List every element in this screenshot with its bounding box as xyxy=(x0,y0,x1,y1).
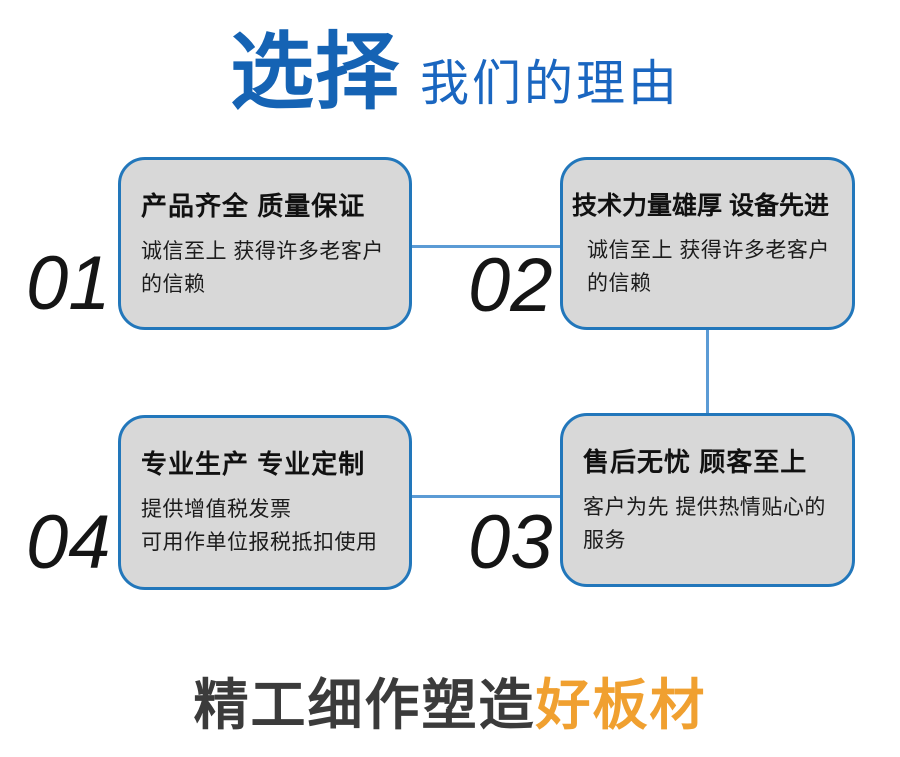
connector-line-card1-card2 xyxy=(412,245,560,248)
connector-line-card2-card3 xyxy=(706,329,709,414)
page-title-rest: 我们的理由 xyxy=(420,57,681,111)
footer-tagline-main: 精工细作塑造 xyxy=(193,674,536,736)
page-title: 选择 我们的理由 xyxy=(230,30,680,114)
feature-card-02-description: 诚信至上 获得许多老客户 的信赖 xyxy=(587,239,830,295)
connector-line-card4-card3 xyxy=(412,495,560,498)
feature-card-03: 售后无忧 顾客至上 客户为先 提供热情贴心的 服务 xyxy=(560,413,855,587)
step-number-02: 02 xyxy=(468,243,553,328)
step-number-04: 04 xyxy=(26,500,111,585)
feature-card-04-title: 专业生产 专业定制 xyxy=(141,449,366,479)
feature-card-04: 专业生产 专业定制 提供增值税发票 可用作单位报税抵扣使用 xyxy=(118,415,412,590)
feature-card-02-title: 技术力量雄厚 设备先进 xyxy=(572,192,829,220)
feature-card-04-description: 提供增值税发票 可用作单位报税抵扣使用 xyxy=(141,498,378,554)
feature-card-01-title: 产品齐全 质量保证 xyxy=(141,191,366,221)
footer-tagline: 精工细作塑造好板材 xyxy=(0,678,900,733)
feature-card-03-title: 售后无忧 顾客至上 xyxy=(583,447,808,477)
step-number-01: 01 xyxy=(26,241,111,326)
feature-card-03-description: 客户为先 提供热情贴心的 服务 xyxy=(583,496,826,552)
step-number-03: 03 xyxy=(468,500,553,585)
page-title-highlight: 选择 xyxy=(230,25,401,119)
footer-tagline-highlight: 好板材 xyxy=(535,674,707,736)
feature-card-02: 技术力量雄厚 设备先进 诚信至上 获得许多老客户 的信赖 xyxy=(560,157,855,330)
feature-card-01-description: 诚信至上 获得许多老客户 的信赖 xyxy=(141,240,384,296)
feature-card-01: 产品齐全 质量保证 诚信至上 获得许多老客户 的信赖 xyxy=(118,157,412,330)
